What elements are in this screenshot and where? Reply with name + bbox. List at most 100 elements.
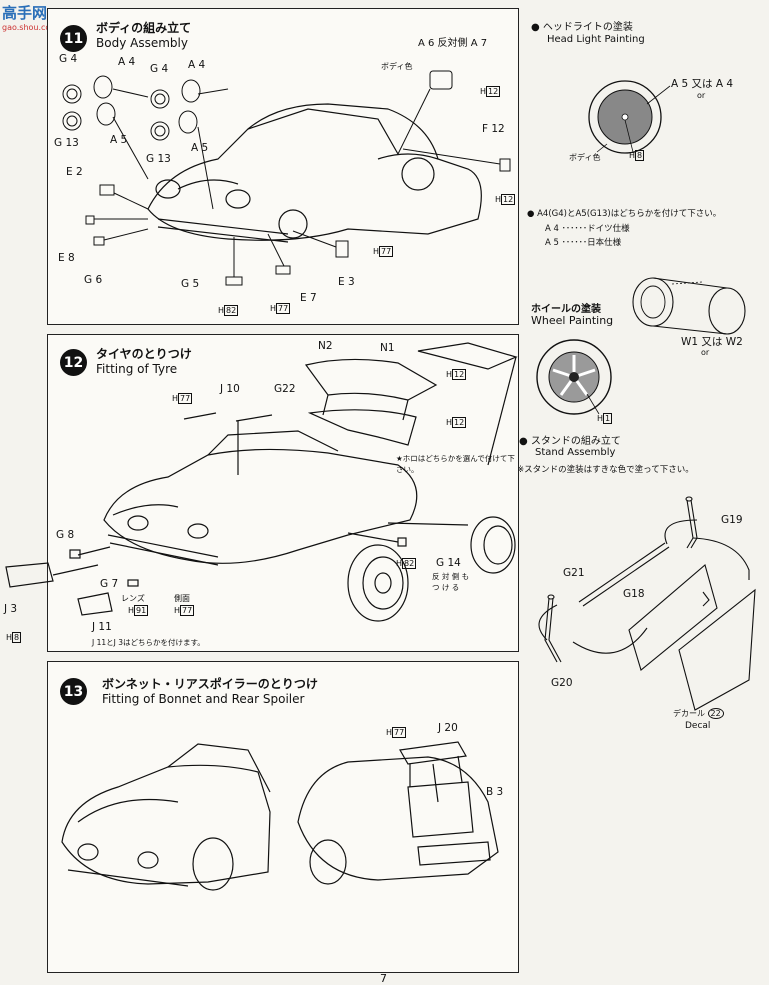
lens-label: レンズ (121, 594, 145, 603)
step-12-panel: 12 タイヤのとりつけ Fitting of Tyre (5, 334, 519, 652)
headlight-note-a5: A 5 ･･････日本仕様 (545, 238, 622, 248)
g14-note: 反 対 側 も つ け る (432, 572, 470, 592)
n1-label: N1 (380, 342, 395, 354)
stand-subtitle: Stand Assembly (535, 447, 616, 458)
decal-label-jp: デカール 22 (673, 708, 724, 719)
lens-paint-code: 91 (134, 605, 149, 616)
headlight-drawing (588, 80, 671, 154)
g4-label-a: G 4 (59, 53, 78, 65)
a4-label-a: A 4 (118, 56, 136, 68)
stand-drawing (538, 496, 756, 711)
a5a4-label: A 5 又は A 4 (671, 78, 734, 90)
j10-label: J 10 (220, 383, 240, 395)
g13-label-b: G 13 (146, 153, 171, 165)
g21-label: G21 (563, 567, 585, 579)
step-13-number: 13 (60, 678, 87, 705)
j11-paint-code: 8 (12, 632, 22, 643)
e8-label: E 8 (58, 252, 75, 264)
step-11-panel: 11 ボディの組み立て Body Assembly (47, 8, 519, 325)
j10-paint-code: 77 (178, 393, 193, 404)
step-12-number: 12 (60, 349, 87, 376)
page-number: 7 (380, 972, 387, 985)
step-11-title-jp: ボディの組み立て (96, 21, 192, 35)
watermark-logo: 高手网 (2, 4, 48, 22)
fitting-tyre-drawing (5, 342, 518, 622)
wheel-or: or (701, 348, 710, 357)
headlight-subtitle: Head Light Painting (547, 34, 645, 45)
e3-label: E 3 (338, 276, 355, 288)
g6-label: G 6 (84, 274, 103, 286)
bonnet-spoiler-drawing (61, 741, 499, 891)
headlight-body-color: ボディ色 (569, 153, 601, 162)
decal-jp-text: デカール (673, 709, 705, 718)
headlight-title: ● ヘッドライトの塗装 (531, 22, 633, 33)
hood-note: ★ホロはどちらかを選んで付けて下さい。 (396, 454, 515, 474)
g22-paint-code: 12 (452, 417, 467, 428)
e3-paint-code: 77 (379, 246, 394, 257)
g20-label: G20 (551, 677, 573, 689)
decal-number: 22 (707, 708, 724, 719)
headlight-note: ● A4(G4)とA5(G13)はどちらかを付けて下さい。 (527, 209, 722, 219)
mirror-body-color-label: ボディ色 (381, 62, 413, 71)
step-13-panel: 13 ボンネット・リアスポイラーのとりつけ Fitting of Bonnet … (47, 661, 519, 973)
n1-paint-code: 12 (452, 369, 467, 380)
g19-label: G19 (721, 514, 743, 526)
step-13-title-en: Fitting of Bonnet and Rear Spoiler (102, 692, 305, 706)
step-11-title-en: Body Assembly (96, 36, 188, 50)
g7-label: G 7 (100, 578, 119, 590)
g4-label-b: G 4 (150, 63, 169, 75)
stand-title: ● スタンドの組み立て (519, 436, 621, 447)
a4-label-b: A 4 (188, 59, 206, 71)
j3-label: J 3 (4, 603, 18, 615)
wheel-drawing (536, 277, 746, 415)
g8-label: G 8 (56, 529, 75, 541)
b3-label: B 3 (486, 786, 504, 798)
a5-label-b: A 5 (191, 142, 209, 154)
headlight-paint-code: 8 (635, 150, 645, 161)
g22-label: G22 (274, 383, 296, 395)
step-13-title-jp: ボンネット・リアスポイラーのとりつけ (102, 677, 318, 691)
headlight-note-a4: A 4 ･･････ドイツ仕様 (545, 224, 630, 234)
stand-note: ※スタンドの塗装はすきな色で塗って下さい。 (517, 465, 694, 475)
e2-label: E 2 (66, 166, 83, 178)
g14-label: G 14 (436, 557, 461, 569)
watermark-site: gao.shou.com (2, 23, 59, 32)
e7-label: E 7 (300, 292, 317, 304)
j11-j3-note: J 11とJ 3はどちらかを付けます。 (92, 638, 205, 647)
step-12-title-en: Fitting of Tyre (96, 362, 178, 376)
step-11-number: 11 (60, 25, 87, 52)
stand-assembly-section: ● スタンドの組み立て Stand Assembly ※スタンドの塗装はすきな色… (517, 430, 767, 731)
side-paint-code: 77 (180, 605, 195, 616)
j11-label: J 11 (92, 621, 112, 633)
mirror-paint-code: 12 (486, 86, 501, 97)
wheel-subtitle: Wheel Painting (531, 314, 614, 327)
n2-label: N2 (318, 340, 333, 352)
step-12-title-jp: タイヤのとりつけ (96, 347, 192, 361)
body-assembly-drawing (62, 70, 511, 286)
wheel-title: ホイールの塗装 (531, 304, 601, 315)
side-label: 側面 (174, 594, 190, 603)
decal-label-en: Decal (685, 721, 711, 731)
headlight-or: or (697, 91, 706, 100)
g13-label-a: G 13 (54, 137, 79, 149)
g5-paint-code: 82 (224, 305, 239, 316)
e7-paint-code: 77 (276, 303, 291, 314)
g5-label: G 5 (181, 278, 200, 290)
f12-label: F 12 (482, 123, 505, 135)
g14-paint-code: 82 (402, 558, 417, 569)
j20-label: J 20 (438, 722, 458, 734)
